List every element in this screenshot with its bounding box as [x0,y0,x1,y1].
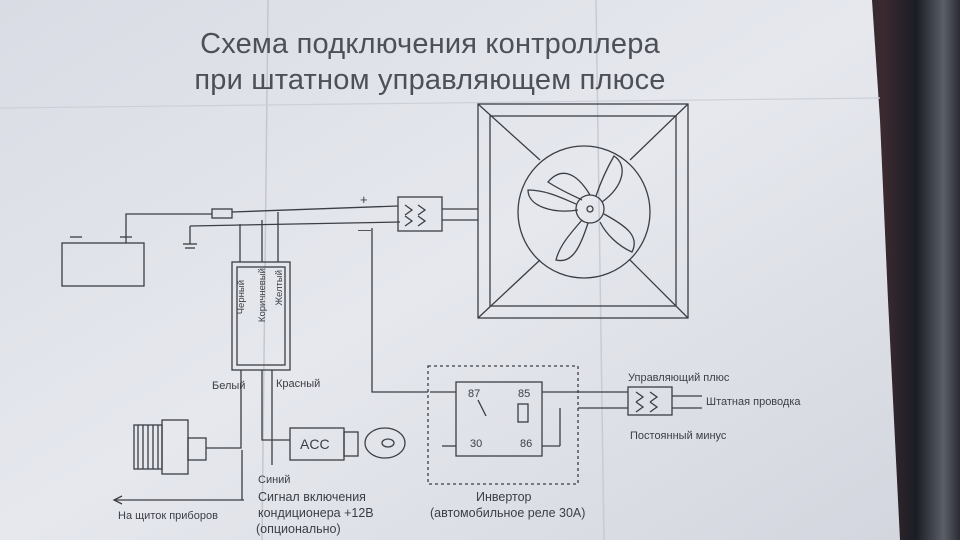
wire-label-brown: Коричневый [257,268,268,323]
wire-label-white: Белый [212,380,246,392]
wire-label-black: Черный [236,280,247,315]
title-line-1: Схема подключения контроллера [200,28,660,60]
label-ac-signal-3: (опционально) [256,522,341,536]
fan-connector [397,196,443,232]
label-inverter-1: Инвертор [476,490,532,504]
wire-battery-plus [125,213,212,243]
fuse [211,208,233,219]
title-line-2: при штатном управляющем плюсе [194,64,666,96]
battery [61,242,145,287]
label-control-plus: Управляющий плюс [628,372,730,384]
wire-controller-to-relay [371,228,428,393]
wire-minus [189,221,401,227]
relay-pin-87: 87 [468,388,481,400]
key-icon [364,427,406,459]
relay-body [455,381,543,457]
radiator-fan [477,103,689,319]
fold-line [0,97,881,109]
controller-module [231,261,291,371]
acc-label: ACC [300,436,330,452]
wire-red [261,370,290,441]
label-dashboard: На щиток приборов [118,510,218,522]
temp-sensor [133,419,207,475]
wire-label-yellow: Желтый [274,270,285,306]
stock-connector [627,386,673,416]
relay-pin-30: 30 [470,438,483,450]
label-ac-signal-2: кондиционера +12В [258,506,374,520]
fold-line [261,0,269,540]
label-stock-wiring: Штатная проводка [706,396,801,408]
fold-line [595,0,605,540]
plus-sign: + [360,192,368,207]
wire-white [206,370,242,449]
minus-sign: — [358,222,371,237]
wire-label-blue: Синий [258,474,291,486]
wire-label-red: Красный [276,378,321,390]
relay-pin-85: 85 [518,388,531,400]
label-constant-minus: Постоянный минус [630,430,727,442]
inverter-relay-box [427,365,579,485]
wire-plus-to-connector [231,205,399,213]
paper-sheet [0,0,900,540]
label-inverter-2: (автомобильное реле 30А) [430,506,586,520]
relay-pin-86: 86 [520,438,533,450]
label-ac-signal-1: Сигнал включения [258,490,366,504]
